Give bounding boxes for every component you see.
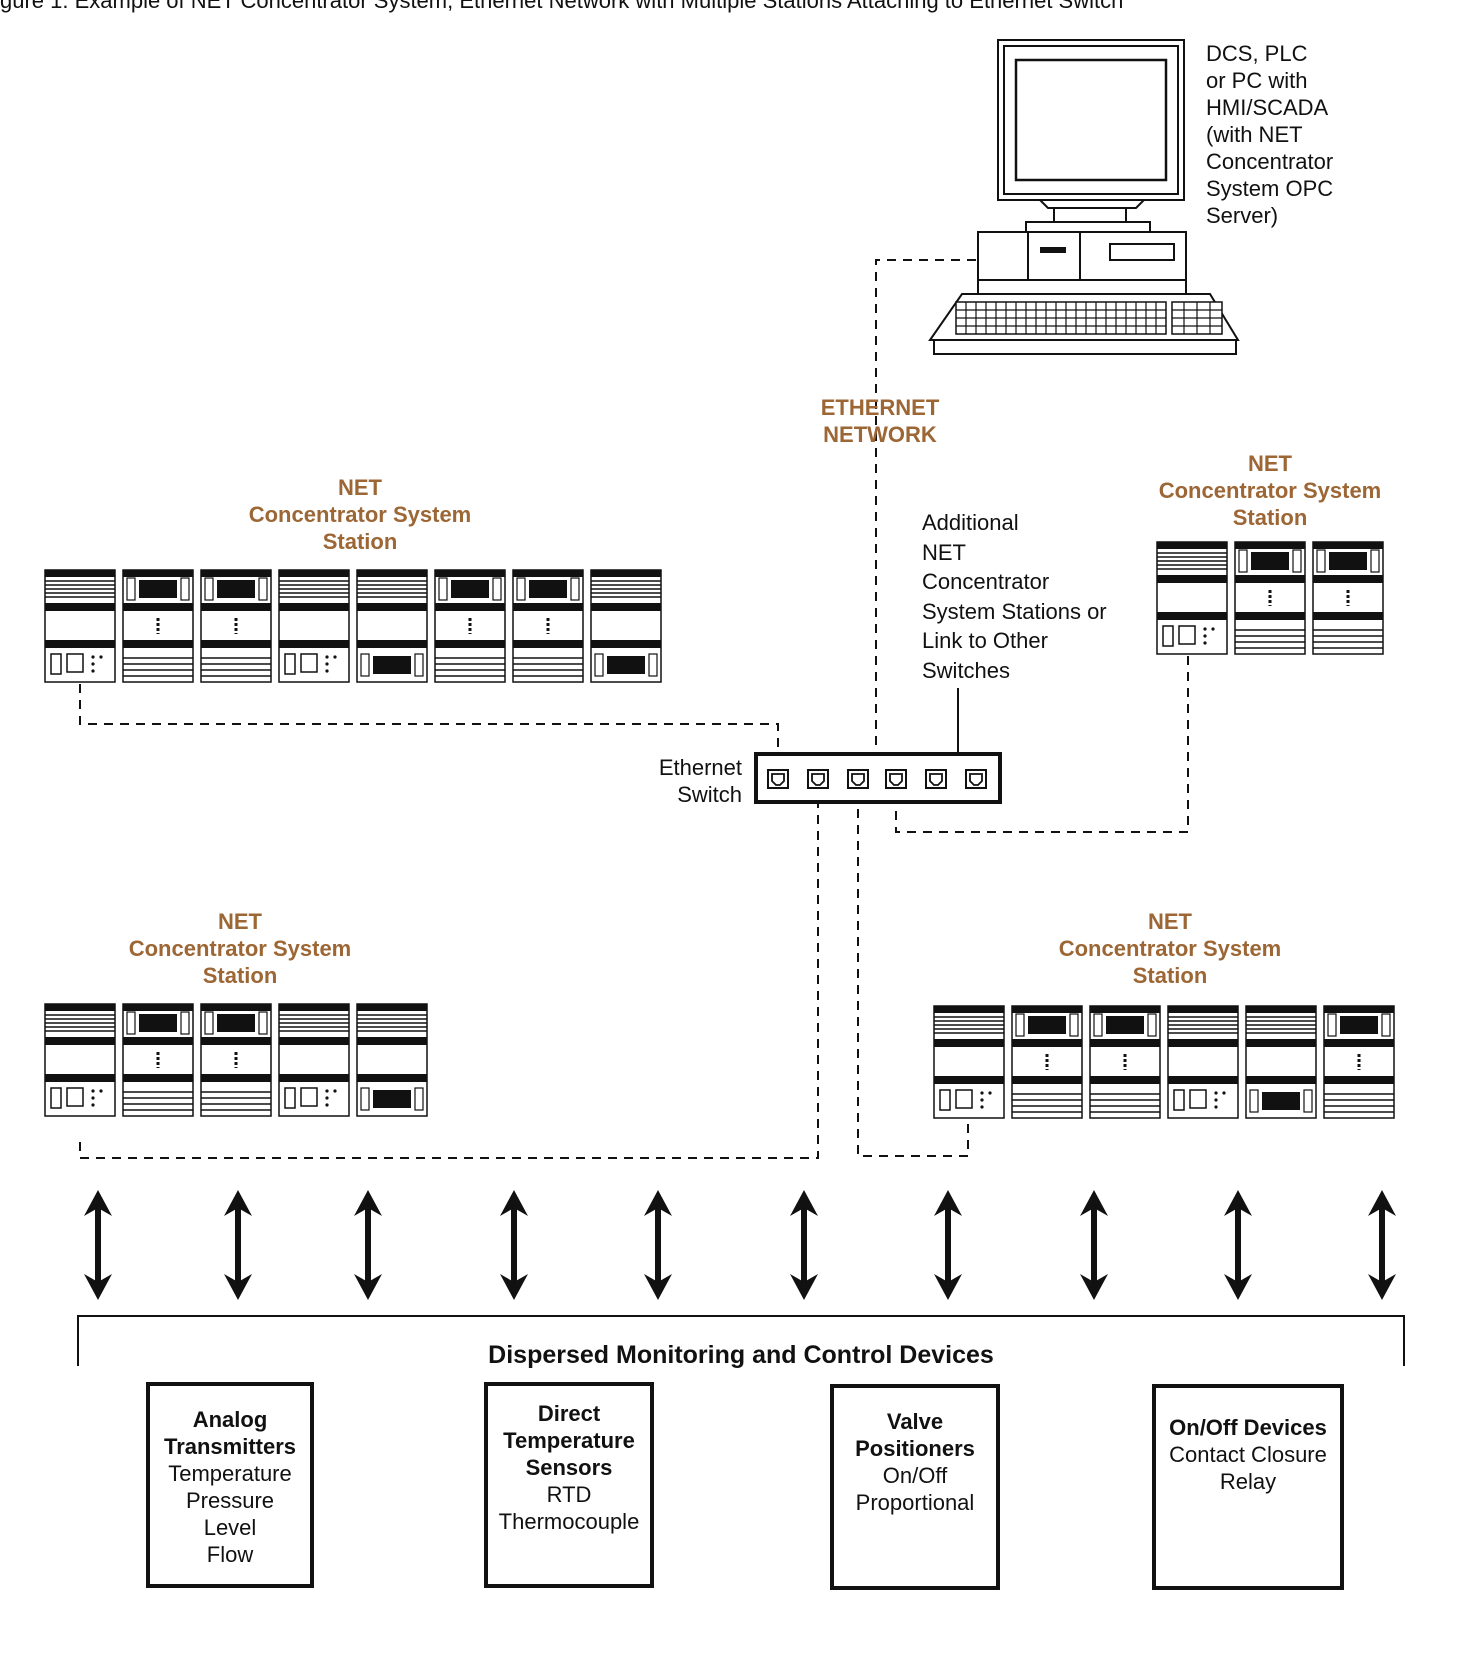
station-3-label: NET Concentrator System Station [128, 909, 352, 988]
device-box-analog-transmitters: Analog Transmitters Temperature Pressure… [146, 1382, 314, 1588]
additional-stations-label: Additional NET Concentrator System Stati… [922, 510, 1107, 683]
device-arrows [84, 1190, 1396, 1300]
device-box-onoff-devices: On/Off Devices Contact Closure Relay [1152, 1384, 1344, 1590]
computer-icon [928, 39, 1240, 355]
cable-station1-to-switch [79, 684, 779, 762]
double-arrow-icon [84, 1190, 112, 1300]
figure-caption: gure 1. Example of NET Concentrator Syst… [0, 0, 1124, 13]
ethernet-cables [79, 259, 1189, 1159]
station-2-label: NET Concentrator System Station [1158, 451, 1382, 530]
device-box-valve-positioners: Valve Positioners On/Off Proportional [830, 1384, 1000, 1590]
double-arrow-icon [500, 1190, 528, 1300]
network-label: ETHERNET NETWORK [820, 395, 940, 447]
double-arrow-icon [790, 1190, 818, 1300]
station-4-label: NET Concentrator System Station [1058, 909, 1282, 988]
double-arrow-icon [1224, 1190, 1252, 1300]
device-sub: Contact Closure Relay [1169, 1442, 1327, 1494]
cable-station3-to-switch [79, 800, 819, 1159]
cable-station2-to-switch [895, 656, 1189, 833]
cable-computer-to-switch [875, 259, 976, 750]
device-sub: Temperature Pressure Level Flow [168, 1461, 292, 1567]
device-title: Analog Transmitters [163, 1407, 297, 1459]
double-arrow-icon [934, 1190, 962, 1300]
device-title: Direct Temperature Sensors [503, 1401, 635, 1480]
station-3 [45, 1004, 427, 1116]
computer-label: DCS, PLC or PC with HMI/SCADA (with NET … [1206, 41, 1334, 228]
device-sub: On/Off Proportional [855, 1463, 975, 1515]
double-arrow-icon [224, 1190, 252, 1300]
double-arrow-icon [354, 1190, 382, 1300]
device-sub: RTD Thermocouple [498, 1482, 640, 1534]
device-title: On/Off Devices [1169, 1415, 1327, 1440]
station-4 [934, 1006, 1394, 1118]
switch-label: Ethernet Switch [658, 755, 742, 807]
station-2 [1157, 542, 1383, 654]
bus-title: Dispersed Monitoring and Control Devices [488, 1341, 994, 1369]
device-title: Valve Positioners [855, 1409, 975, 1461]
double-arrow-icon [1368, 1190, 1396, 1300]
station-1 [45, 570, 661, 682]
ethernet-switch [754, 752, 1002, 804]
double-arrow-icon [1080, 1190, 1108, 1300]
device-bus-bracket [77, 1315, 1405, 1366]
device-box-temperature-sensors: Direct Temperature Sensors RTD Thermocou… [484, 1382, 654, 1588]
double-arrow-icon [644, 1190, 672, 1300]
cable-station4-to-switch [857, 800, 969, 1157]
station-1-label: NET Concentrator System Station [248, 475, 472, 554]
